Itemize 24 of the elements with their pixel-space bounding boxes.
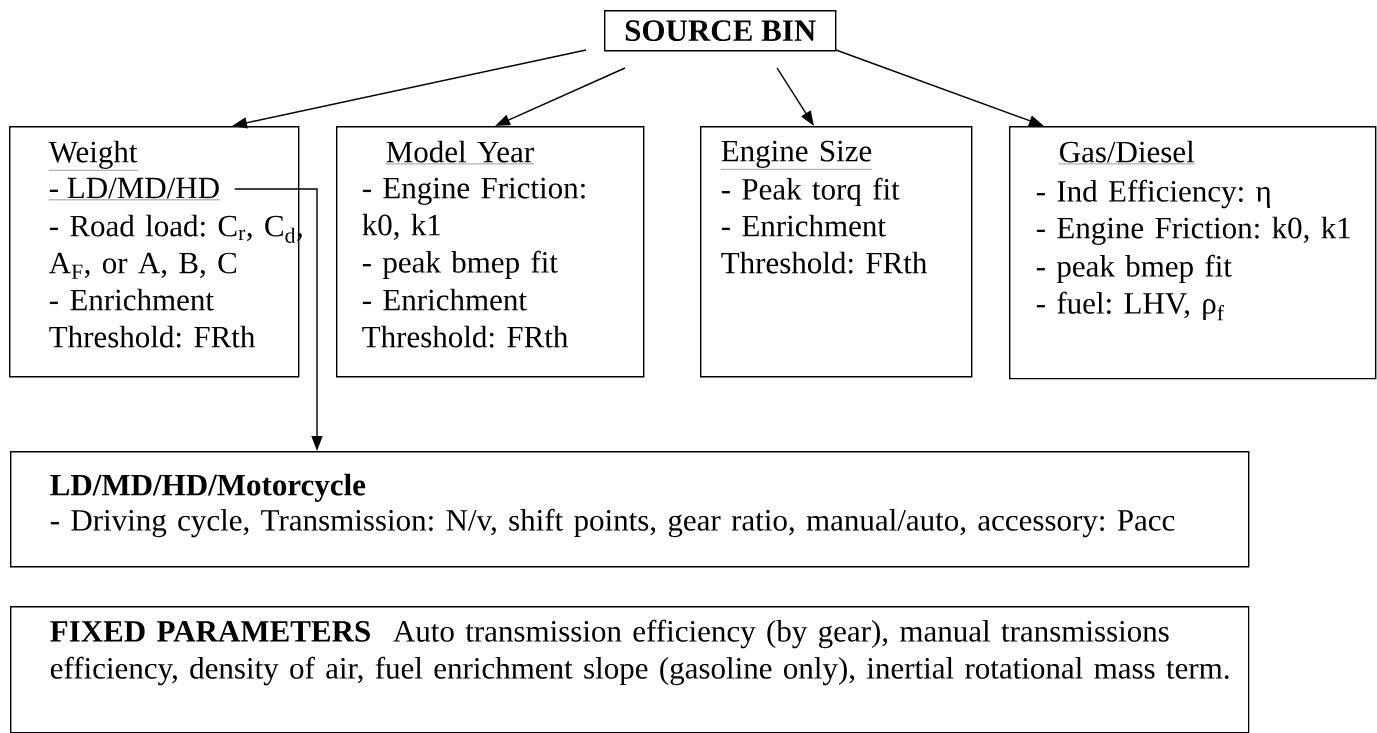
list-item: - Peak torq fit	[721, 177, 900, 207]
list-item: - Enrichment Threshold: FRth	[49, 288, 255, 348]
box-heading: Weight	[48, 140, 138, 171]
parameter-box	[1009, 126, 1377, 380]
list-item: - Enrichment Threshold: FRth	[721, 214, 927, 274]
box-heading: Model Year	[385, 140, 535, 165]
list-item: - Engine Friction: k0, k1	[1036, 216, 1350, 245]
list-item: - Engine Friction: k0, k1	[362, 177, 585, 240]
list-item: - peak bmep fit	[362, 250, 558, 280]
fixed-parameters-box: FIXED PARAMETERS Auto transmission efficiency (by gear), manual transmissions efficiency, density of air, fuel enrichment slope (gasoline only), inertial rotational mass term.	[10, 605, 1250, 733]
list-item: - LD/MD/HD	[48, 177, 221, 200]
list-item: - Ind Efficiency: η	[1036, 179, 1271, 209]
parameter-box	[700, 126, 973, 378]
heading-box: SOURCE BIN	[604, 10, 837, 52]
vehicle-class-box	[10, 451, 1250, 568]
box-heading: Gas/Diesel	[1058, 140, 1195, 165]
box-heading: Engine Size	[720, 140, 873, 170]
parameter-box	[9, 126, 302, 378]
list-item: - Enrichment Threshold: FRth	[362, 288, 568, 348]
list-item: - fuel: LHV, ρ$_{f}$	[1036, 291, 1224, 321]
list-item: - Driving cycle, Transmission: N/v, shift points, gear ratio, manual/auto, accessory: Pacc	[50, 508, 1175, 538]
list-item: - peak bmep fit	[1036, 254, 1232, 284]
box-heading: LD/MD/HD/Motorcycle	[50, 473, 366, 502]
parameter-box	[336, 126, 645, 378]
